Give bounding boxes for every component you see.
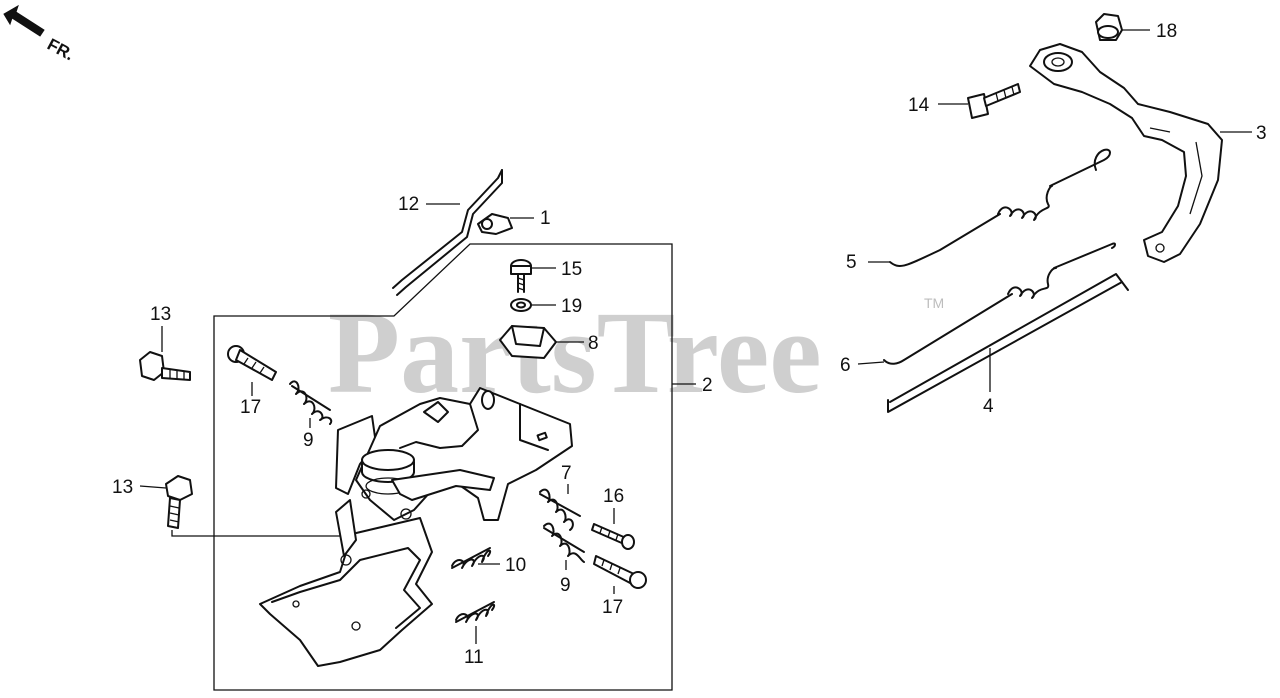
part-2-control-base-assembly — [259, 387, 573, 667]
callout-5: 5 — [846, 252, 857, 273]
callout-13-upper: 13 — [150, 304, 171, 325]
part-12-governor-rod — [392, 169, 503, 296]
part-11-spring — [455, 601, 496, 623]
part-6-spring-rod — [883, 242, 1116, 365]
callout-19: 19 — [561, 296, 582, 317]
callout-11: 11 — [464, 647, 484, 668]
part-18-nut — [1095, 13, 1123, 41]
part-9-spring-left — [289, 380, 333, 425]
part-10-spring — [451, 547, 492, 569]
assembly-frame-part-2 — [213, 243, 673, 691]
part-4-linkage-rod — [887, 273, 1129, 413]
callout-4: 4 — [983, 396, 994, 417]
part-14-bolt — [967, 83, 1021, 119]
callout-10: 10 — [505, 555, 526, 576]
watermark: PartsTree — [328, 287, 822, 418]
callout-1: 1 — [540, 208, 551, 229]
callout-6: 6 — [840, 355, 851, 376]
callout-17-right: 17 — [602, 597, 623, 618]
callout-17-left: 17 — [240, 397, 261, 418]
callout-8: 8 — [588, 333, 599, 354]
part-19-washer — [510, 298, 532, 312]
part-8-lever-plate — [499, 325, 557, 359]
part-5-spring-rod — [889, 148, 1111, 267]
callout-3: 3 — [1256, 123, 1267, 144]
callout-9-left: 9 — [303, 430, 314, 451]
callout-13-lower: 13 — [112, 477, 133, 498]
part-3-control-arm — [1029, 43, 1223, 263]
callout-12: 12 — [398, 194, 419, 215]
part-9-spring-right — [543, 522, 585, 563]
callout-9-right: 9 — [560, 575, 571, 596]
callout-18: 18 — [1156, 21, 1177, 42]
part-17-screw-right — [593, 555, 647, 589]
front-direction-arrow-icon — [3, 4, 45, 37]
callout-2: 2 — [702, 375, 713, 396]
front-direction-label: FR. — [44, 35, 77, 65]
part-13-flange-bolt-lower — [165, 475, 193, 529]
part-15-bolt — [510, 259, 532, 293]
part-1-rod-clip — [477, 213, 513, 235]
watermark-trademark: TM — [924, 295, 944, 311]
callout-14: 14 — [908, 95, 930, 116]
part-13-flange-bolt-upper — [139, 351, 191, 381]
part-16-pin — [591, 523, 635, 550]
bolt-13-leader — [171, 529, 345, 537]
part-17-screw-left — [227, 345, 277, 381]
callout-15: 15 — [561, 259, 582, 280]
callout-7: 7 — [561, 463, 572, 484]
part-7-spring — [539, 488, 581, 531]
callout-16: 16 — [603, 486, 624, 507]
leader-lines — [139, 29, 1252, 644]
